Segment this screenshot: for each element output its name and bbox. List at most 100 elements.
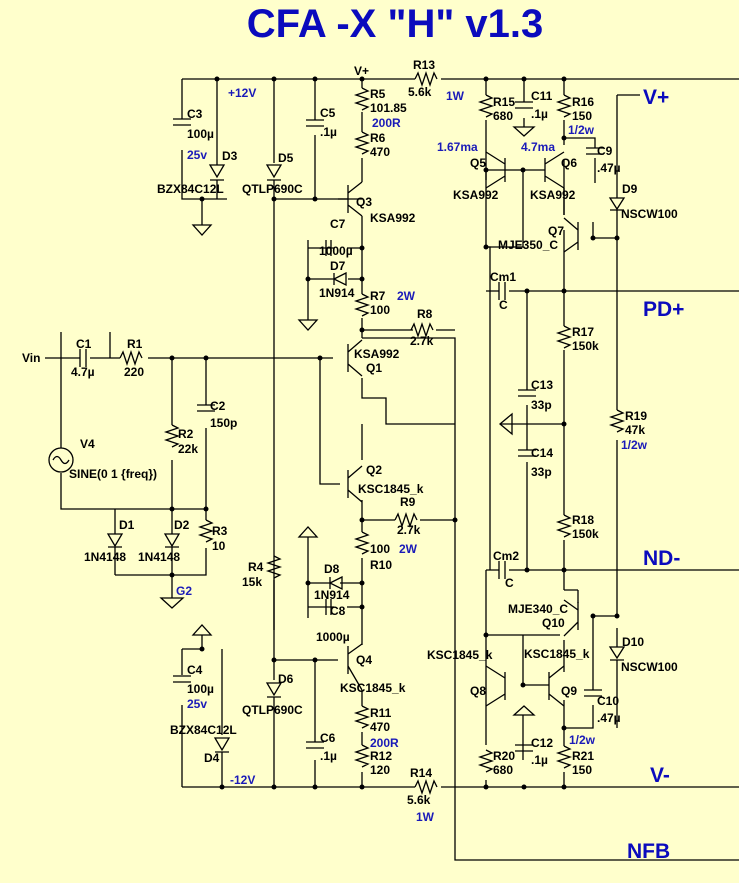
label-c14-value: 33p xyxy=(531,465,552,479)
transistor-symbols xyxy=(347,151,579,707)
label-cm1-value: C xyxy=(499,298,508,312)
label-c2-value: 150p xyxy=(210,416,237,430)
label-r16-value: 150 xyxy=(572,109,592,123)
label-r7-value: 100 xyxy=(370,303,390,317)
label-r21-value: 150 xyxy=(572,763,592,777)
label-r20-name: R20 xyxy=(493,749,515,763)
label-q9-value: KSC1845_k xyxy=(524,647,590,661)
label-d9-value: NSCW100 xyxy=(621,207,678,221)
label-c10-name: C10 xyxy=(597,694,619,708)
label-c13-name: C13 xyxy=(531,378,553,392)
component-labels: R13 5.6k 1W R5 101.85 200R R6 470 C3 100… xyxy=(69,58,678,824)
label-r18-name: R18 xyxy=(572,513,594,527)
label-q6-note: 4.7ma xyxy=(521,140,555,154)
label-c1-name: C1 xyxy=(76,337,92,351)
rail-labels: V+ PD+ ND- V- NFB xyxy=(627,86,684,863)
node-label-vplus: V+ xyxy=(354,64,369,78)
label-c12-value: .1µ xyxy=(531,753,548,767)
label-d10-name: D10 xyxy=(622,635,644,649)
label-d3-name: D3 xyxy=(222,149,238,163)
label-r12-name: R12 xyxy=(370,749,392,763)
label-r20-value: 680 xyxy=(493,763,513,777)
label-r8-name: R8 xyxy=(417,307,433,321)
label-r17-value: 150k xyxy=(572,339,599,353)
label-d9-name: D9 xyxy=(622,182,638,196)
label-r9-value: 2.7k xyxy=(397,523,421,537)
node-label-plus12: +12V xyxy=(228,86,256,100)
label-c3-note: 25v xyxy=(187,148,207,162)
label-r6-value: 470 xyxy=(370,145,390,159)
label-d5-name: D5 xyxy=(278,151,294,165)
rail-label-nfb: NFB xyxy=(627,840,670,863)
junction-dots xyxy=(169,76,620,790)
label-c5-value: .1µ xyxy=(320,125,337,139)
label-r14-name: R14 xyxy=(410,766,432,780)
label-c11-value: .1µ xyxy=(531,107,548,121)
node-labels: V+ +12V -12V Vin G2 xyxy=(22,64,369,787)
label-r5-name: R5 xyxy=(370,87,386,101)
wires xyxy=(45,78,739,861)
label-q5-name: Q5 xyxy=(470,156,486,170)
label-r19-note: 1/2w xyxy=(621,438,648,452)
label-d4-value: BZX84C12L xyxy=(170,723,237,737)
label-d3-value: BZX84C12L xyxy=(157,182,224,196)
label-r4-value: 15k xyxy=(242,575,262,589)
label-q2-name: Q2 xyxy=(366,463,382,477)
label-r11-value: 470 xyxy=(370,720,390,734)
label-c3-value: 100µ xyxy=(187,127,214,141)
label-v4-value: SINE(0 1 {freq}) xyxy=(69,467,157,481)
label-c11-name: C11 xyxy=(531,89,553,103)
label-c2-name: C2 xyxy=(210,399,226,413)
label-cm2-name: Cm2 xyxy=(493,549,519,563)
label-r15-name: R15 xyxy=(493,95,515,109)
label-r14-value: 5.6k xyxy=(407,793,431,807)
diode-symbols xyxy=(106,164,626,753)
label-c13-value: 33p xyxy=(531,398,552,412)
label-q7-name: Q7 xyxy=(548,224,564,238)
label-q10-value: MJE340_C xyxy=(508,602,568,616)
label-c9-name: C9 xyxy=(597,144,613,158)
label-r16-name: R16 xyxy=(572,95,594,109)
label-c8-value: 1000µ xyxy=(316,630,350,644)
label-q5-note: 1.67ma xyxy=(437,140,478,154)
label-c8-name: C8 xyxy=(330,604,346,618)
label-cm2-value: C xyxy=(505,576,514,590)
label-q6-name: Q6 xyxy=(561,156,577,170)
label-r17-name: R17 xyxy=(572,325,594,339)
label-c4-value: 100µ xyxy=(187,682,214,696)
label-d2-name: D2 xyxy=(174,518,190,532)
label-q2-value: KSC1845_k xyxy=(358,482,424,496)
label-q3-value: KSA992 xyxy=(370,211,416,225)
label-r11-name: R11 xyxy=(370,706,392,720)
label-d10-value: NSCW100 xyxy=(621,660,678,674)
sine-source xyxy=(48,447,74,473)
label-c12-name: C12 xyxy=(531,736,553,750)
label-r21-note: 1/2w xyxy=(569,733,596,747)
label-r13-note: 1W xyxy=(446,89,465,103)
node-label-minus12: -12V xyxy=(230,773,255,787)
label-c5-name: C5 xyxy=(320,106,336,120)
label-r19-value: 47k xyxy=(625,423,645,437)
label-r15-value: 680 xyxy=(493,109,513,123)
label-c3-name: C3 xyxy=(187,107,203,121)
label-q5-value: KSA992 xyxy=(453,188,499,202)
label-q6-value: KSA992 xyxy=(530,188,576,202)
label-r13-value: 5.6k xyxy=(408,85,432,99)
label-c9-value: .47µ xyxy=(597,161,621,175)
label-r4-name: R4 xyxy=(248,560,264,574)
rail-label-pdplus: PD+ xyxy=(643,298,684,321)
label-d6-name: D6 xyxy=(278,672,294,686)
label-c1-value: 4.7µ xyxy=(71,365,95,379)
capacitor-symbols xyxy=(79,101,604,752)
label-d2-value: 1N4148 xyxy=(138,550,180,564)
label-r13-name: R13 xyxy=(413,58,435,72)
ground-symbols xyxy=(159,126,536,716)
label-r5-value: 101.85 xyxy=(370,101,407,115)
label-q4-name: Q4 xyxy=(356,653,372,667)
label-q8-name: Q8 xyxy=(470,684,486,698)
label-r19-name: R19 xyxy=(625,409,647,423)
label-cm1-name: Cm1 xyxy=(490,270,516,284)
label-d8-value: 1N914 xyxy=(314,588,350,602)
